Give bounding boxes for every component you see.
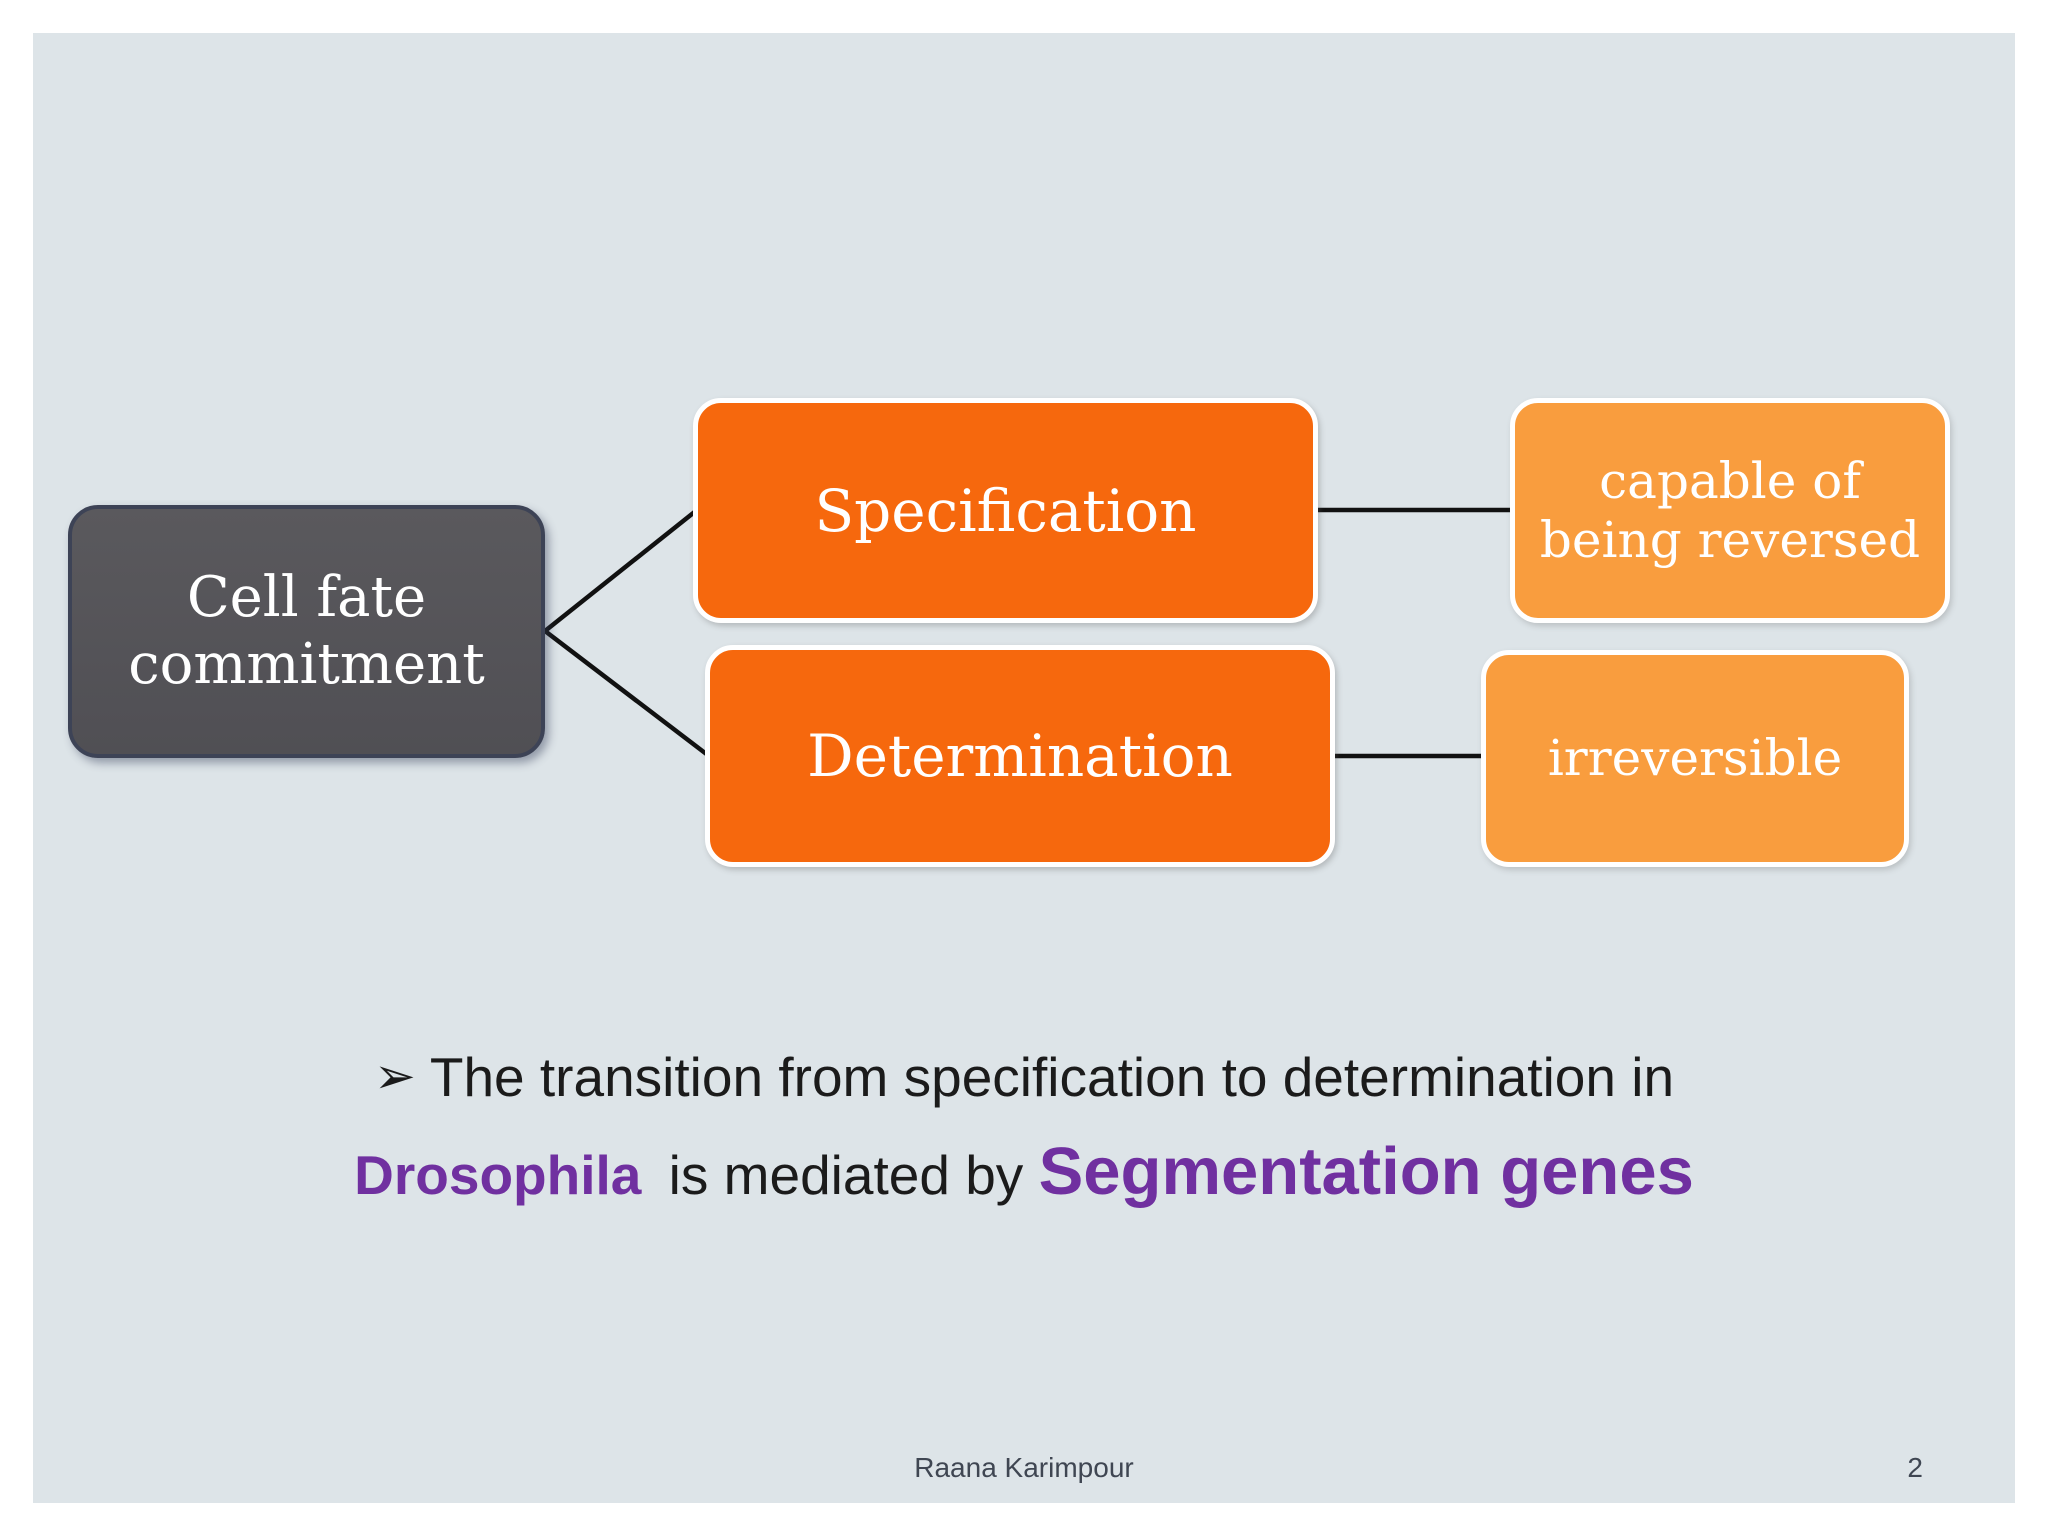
node-capable-of-being-reversed: capable of being reversed — [1510, 398, 1950, 623]
node-determination: Determination — [705, 645, 1335, 867]
body-line2-middle: is mediated by — [653, 1144, 1039, 1206]
node-specification-label: Specification — [814, 476, 1197, 545]
node-specification: Specification — [693, 398, 1318, 623]
connector-lines — [543, 507, 1512, 759]
node-cell-fate-commitment-label: Cell fate commitment — [128, 565, 485, 697]
body-text-line2: Drosophila is mediated by Segmentation g… — [33, 1133, 2015, 1210]
body-text-line1: ➢The transition from specification to de… — [33, 1045, 2015, 1109]
node-irreversible-label: irreversible — [1547, 729, 1843, 787]
arrow-bullet-icon: ➢ — [373, 1048, 416, 1104]
body-line1-text: The transition from specification to det… — [429, 1046, 1675, 1108]
body-drosophila-emphasis: Drosophila — [354, 1144, 642, 1206]
slide: Cell fate commitment Specification Deter… — [33, 33, 2015, 1503]
node-determination-label: Determination — [807, 722, 1233, 790]
node-irreversible: irreversible — [1481, 650, 1909, 867]
node-capable-of-being-reversed-label: capable of being reversed — [1539, 451, 1921, 569]
body-segmentation-genes-emphasis: Segmentation genes — [1038, 1134, 1694, 1209]
footer-page-number: 2 — [1907, 1452, 1923, 1483]
footer-author: Raana Karimpour — [914, 1452, 1134, 1483]
node-cell-fate-commitment: Cell fate commitment — [68, 505, 545, 758]
